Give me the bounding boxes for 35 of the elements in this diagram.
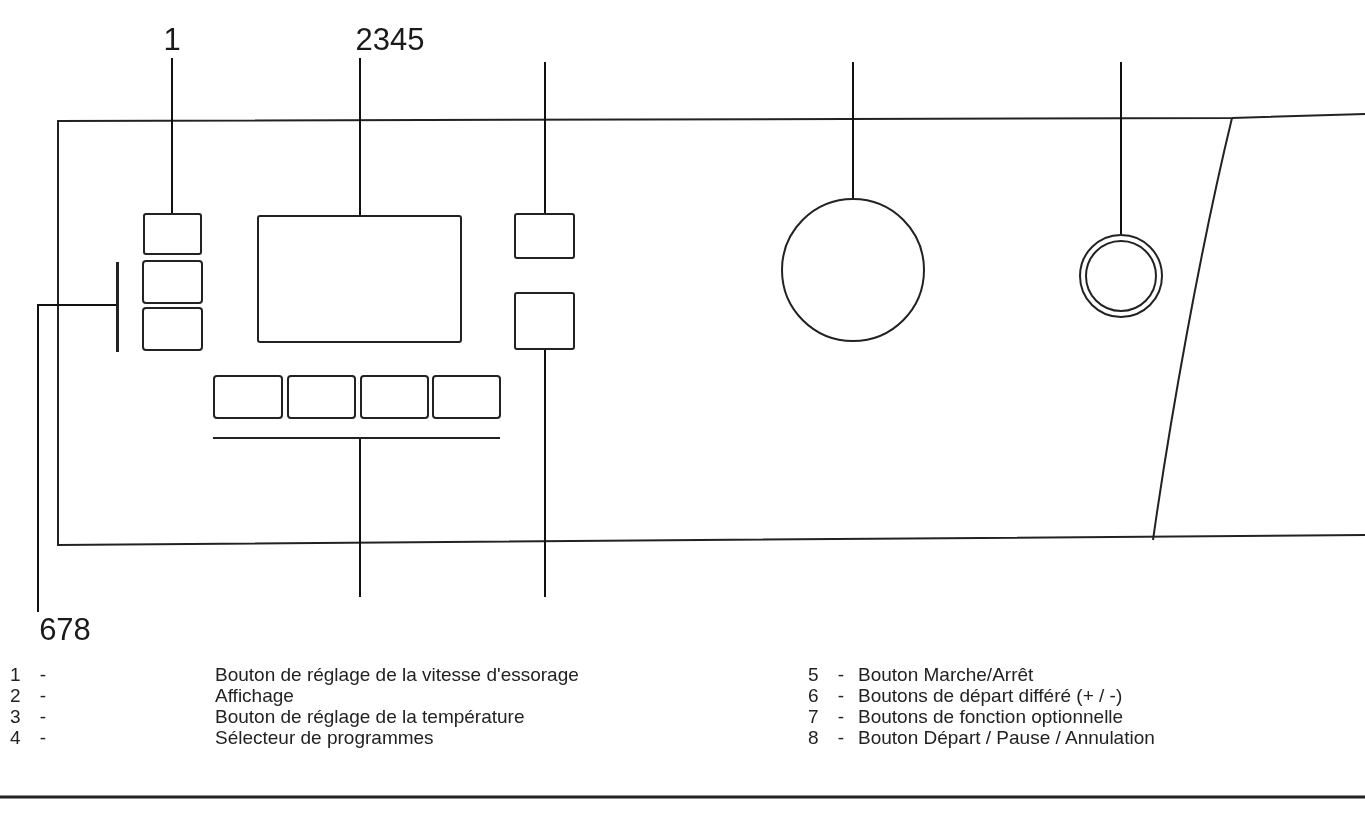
item-number: 4 - xyxy=(10,727,47,748)
control-knob xyxy=(781,198,925,342)
display-screen xyxy=(257,215,462,343)
item-number: 1 - xyxy=(10,664,47,685)
leader-line xyxy=(544,349,546,598)
item-description: Sélecteur de programmes xyxy=(215,727,434,748)
leader-line xyxy=(1120,61,1122,235)
callout-number: 1 xyxy=(162,22,182,58)
item-description: Bouton de réglage de la température xyxy=(215,706,525,727)
bracket-line xyxy=(116,262,119,352)
leader-line xyxy=(359,438,361,598)
ring-button xyxy=(1079,234,1163,318)
leader-line xyxy=(359,57,361,216)
control-button xyxy=(514,292,575,350)
item-number: 2 - xyxy=(10,685,47,706)
item-number: 5 - xyxy=(808,664,845,685)
callout-number: 2345 xyxy=(354,22,426,58)
leader-line xyxy=(171,57,173,214)
item-description: Boutons de départ différé (+ / -) xyxy=(858,685,1123,706)
leader-line xyxy=(37,304,117,613)
item-number: 6 - xyxy=(808,685,845,706)
callout-number: 678 xyxy=(38,612,92,648)
item-number: 3 - xyxy=(10,706,47,727)
item-description: Boutons de fonction optionnelle xyxy=(858,706,1124,727)
item-number: 7 - xyxy=(808,706,845,727)
bracket-line xyxy=(213,437,500,439)
item-description: Affichage xyxy=(215,685,294,706)
item-description: Bouton Départ / Pause / Annulation xyxy=(858,727,1155,748)
item-description: Bouton de réglage de la vitesse d'essorage xyxy=(215,664,579,685)
item-number: 8 - xyxy=(808,727,845,748)
leader-line xyxy=(852,61,854,199)
control-button xyxy=(514,213,575,259)
leader-line xyxy=(544,61,546,214)
item-description: Bouton Marche/Arrêt xyxy=(858,664,1034,685)
control-button xyxy=(143,213,202,255)
